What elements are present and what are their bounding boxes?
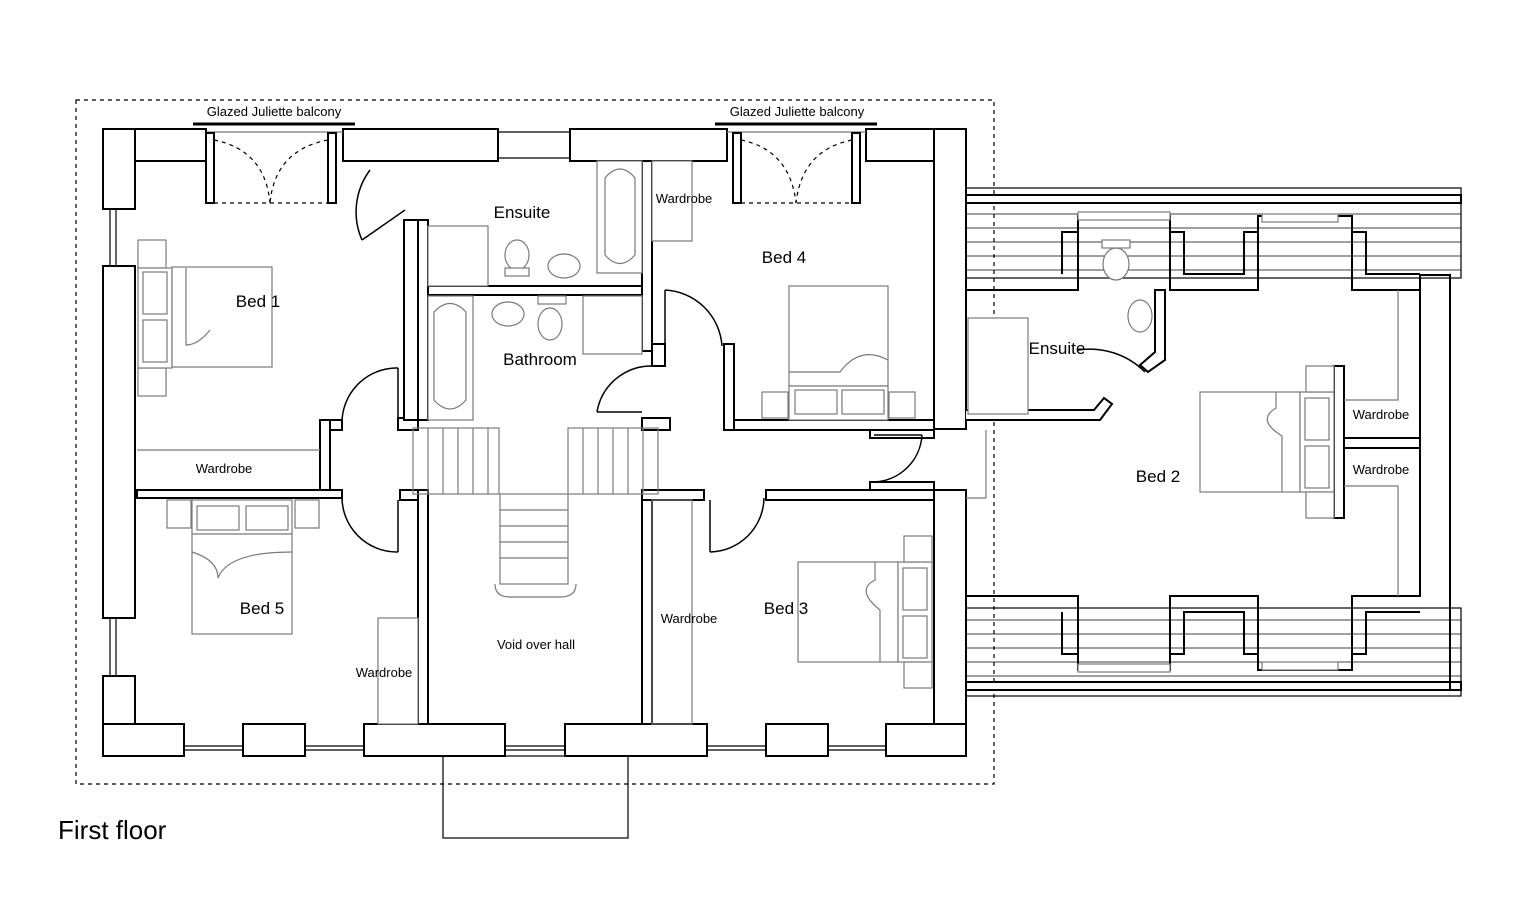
wardrobe-label-bed-1: Wardrobe bbox=[196, 461, 253, 476]
balcony-label-2: Glazed Juliette balcony bbox=[730, 104, 865, 119]
wardrobe-label-bed-4: Wardrobe bbox=[656, 191, 713, 206]
door-swings bbox=[341, 169, 923, 553]
bed-5-furniture bbox=[166, 499, 419, 725]
bathroom-fittings bbox=[427, 295, 643, 421]
bed-1-furniture bbox=[137, 239, 320, 451]
porch-canopy bbox=[442, 755, 629, 839]
room-label-ensuite-main: Ensuite bbox=[494, 203, 551, 222]
staircase bbox=[412, 427, 659, 598]
bed-3-furniture bbox=[651, 499, 933, 725]
room-label-ensuite-annex: Ensuite bbox=[1029, 339, 1086, 358]
juliette-balcony-1 bbox=[193, 122, 355, 204]
floor-title: First floor bbox=[58, 815, 167, 845]
room-label-bathroom: Bathroom bbox=[503, 350, 577, 369]
room-label-bed-1: Bed 1 bbox=[236, 292, 280, 311]
room-label-bed-3: Bed 3 bbox=[764, 599, 808, 618]
annex-fittings bbox=[966, 239, 1399, 596]
bed-4-furniture bbox=[651, 160, 916, 421]
room-label-void: Void over hall bbox=[497, 637, 575, 652]
room-label-bed-2: Bed 2 bbox=[1136, 467, 1180, 486]
wardrobe-label-bed-5: Wardrobe bbox=[356, 665, 413, 680]
juliette-balcony-2 bbox=[715, 122, 877, 204]
room-label-bed-4: Bed 4 bbox=[762, 248, 806, 267]
wardrobe-label-bed-2-upper: Wardrobe bbox=[1353, 407, 1410, 422]
main-house-walls bbox=[102, 128, 967, 757]
wardrobe-label-bed-2-lower: Wardrobe bbox=[1353, 462, 1410, 477]
wardrobe-label-bed-3: Wardrobe bbox=[661, 611, 718, 626]
room-label-bed-5: Bed 5 bbox=[240, 599, 284, 618]
annex-walls bbox=[965, 194, 1462, 691]
site-outline bbox=[75, 99, 995, 785]
windows bbox=[109, 131, 886, 751]
ensuite-main-fittings bbox=[427, 160, 643, 287]
balcony-label-1: Glazed Juliette balcony bbox=[207, 104, 342, 119]
